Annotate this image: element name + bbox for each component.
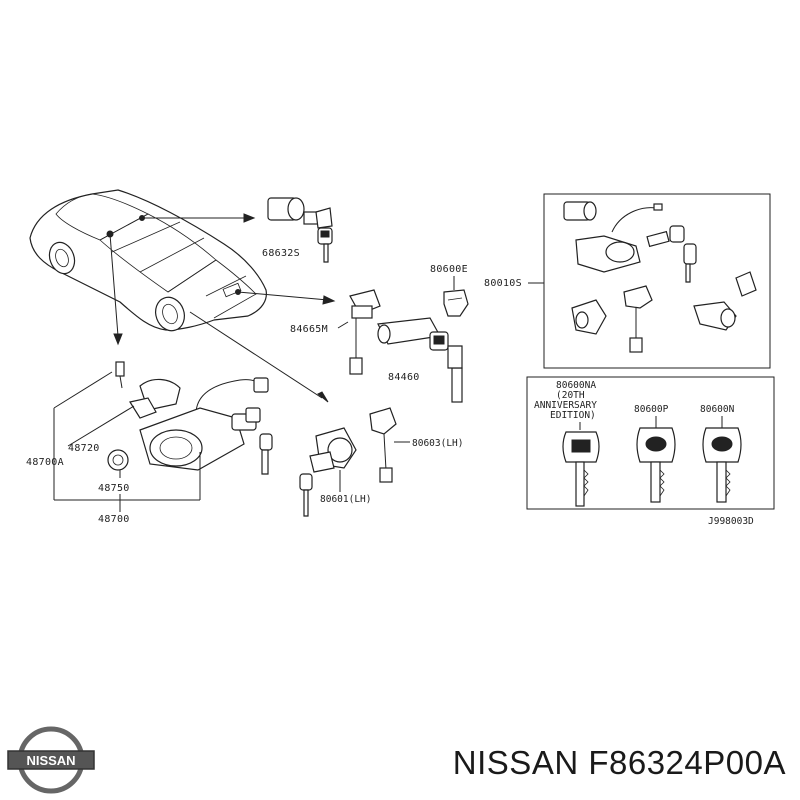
key-80600na bbox=[562, 422, 600, 507]
lock-set-parts bbox=[563, 201, 757, 353]
logo-text: NISSAN bbox=[26, 753, 75, 768]
part-number-caption: NISSAN F86324P00A bbox=[453, 744, 786, 782]
label-anniv-2: ANNIVERSARY bbox=[534, 400, 597, 411]
car-illustration bbox=[29, 189, 267, 332]
lock-set-box bbox=[543, 193, 771, 369]
label-80601-lh: 80601(LH) bbox=[320, 494, 371, 505]
part-number: F86324P00A bbox=[588, 744, 786, 781]
keys-box bbox=[526, 376, 775, 510]
label-48720: 48720 bbox=[68, 443, 100, 454]
key-80600n bbox=[702, 416, 742, 503]
key-80600p bbox=[636, 416, 676, 503]
label-anniv-3: EDITION) bbox=[550, 410, 596, 421]
ignition-bracket-lines bbox=[53, 371, 201, 512]
label-48700: 48700 bbox=[98, 514, 130, 525]
nissan-logo: NISSAN bbox=[7, 726, 95, 794]
brand-name: NISSAN bbox=[452, 744, 579, 781]
label-80600na: 80600NA bbox=[556, 380, 596, 391]
leader-arrows bbox=[109, 213, 336, 403]
label-80600n: 80600N bbox=[700, 404, 735, 415]
label-80010s: 80010S bbox=[484, 278, 522, 289]
label-80603-lh: 80603(LH) bbox=[412, 438, 463, 449]
label-48750: 48750 bbox=[98, 483, 130, 494]
label-48700a: 48700A bbox=[26, 457, 64, 468]
lh-door-lock-parts bbox=[299, 407, 397, 517]
diagram-code: J998003D bbox=[708, 516, 754, 527]
ignition-lock-assembly bbox=[107, 361, 273, 475]
label-84460: 84460 bbox=[388, 372, 420, 383]
label-68632s: 68632S bbox=[262, 248, 300, 259]
retainer-clip bbox=[443, 289, 469, 317]
label-80600e: 80600E bbox=[430, 264, 468, 275]
label-80600p: 80600P bbox=[634, 404, 669, 415]
trunk-lock-cylinder bbox=[267, 197, 333, 263]
label-anniv-1: (20TH bbox=[556, 390, 585, 401]
door-lock-assembly bbox=[349, 289, 463, 403]
label-84665m: 84665M bbox=[290, 324, 328, 335]
